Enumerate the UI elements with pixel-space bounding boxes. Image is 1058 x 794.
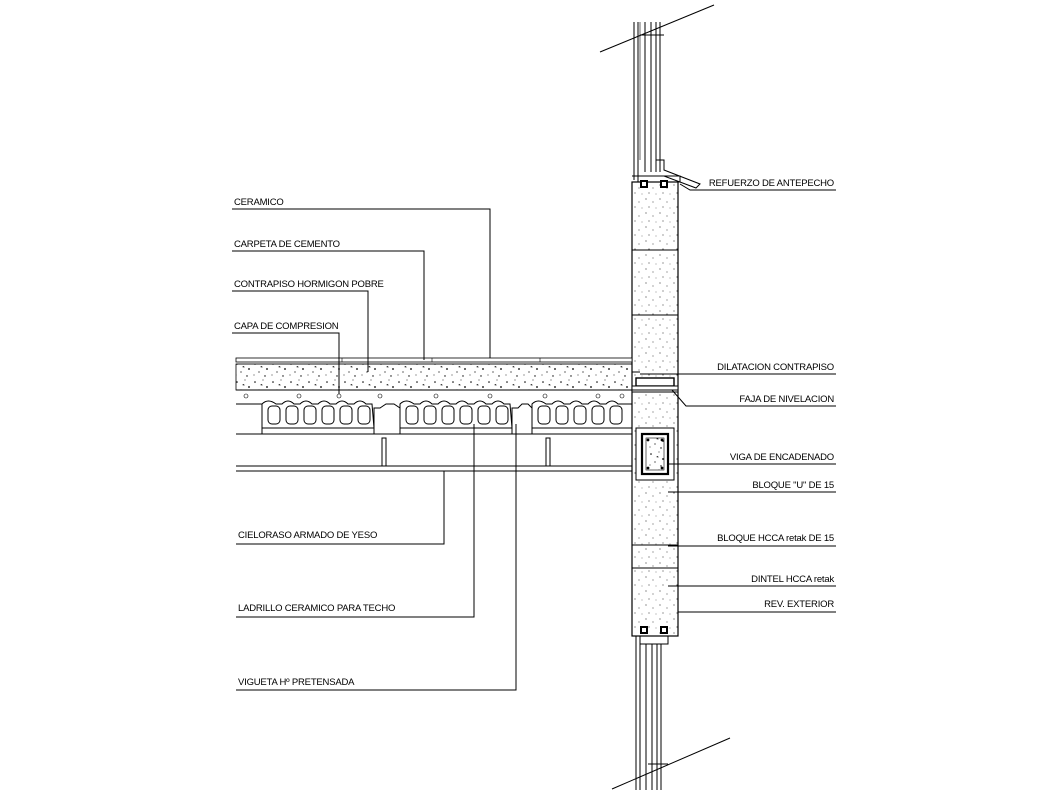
leader-lines-right — [640, 183, 836, 613]
label-ceramico: CERAMICO — [234, 197, 284, 208]
label-faja: FAJA DE NIVELACION — [739, 394, 834, 405]
label-bloque-hcca: BLOQUE HCCA retak DE 15 — [717, 533, 834, 544]
ceramic-block-2 — [399, 400, 513, 429]
label-vigueta: VIGUETA Hº PRETENSADA — [238, 677, 355, 688]
label-dilatacion: DILATACION CONTRAPISO — [717, 362, 834, 373]
label-contrapiso: CONTRAPISO HORMIGON POBRE — [234, 279, 384, 290]
lower-window-frame — [611, 635, 731, 790]
label-capa-de-compresion: CAPA DE COMPRESION — [234, 321, 339, 332]
ceramic-block-3 — [531, 400, 633, 429]
labels-right: REFUERZO DE ANTEPECHO DILATACION CONTRAP… — [709, 178, 835, 610]
label-carpeta-de-cemento: CARPETA DE CEMENTO — [234, 239, 340, 250]
leader-lines-left — [232, 208, 517, 691]
rebar-dots — [243, 393, 625, 399]
label-refuerzo: REFUERZO DE ANTEPECHO — [709, 178, 834, 189]
wall-section — [631, 180, 679, 637]
floor-slab — [235, 357, 678, 472]
label-viga: VIGA DE ENCADENADO — [730, 452, 834, 463]
labels-left: CERAMICO CARPETA DE CEMENTO CONTRAPISO H… — [234, 197, 395, 688]
label-cieloraso: CIELORASO ARMADO DE YESO — [238, 530, 377, 541]
label-ladrillo: LADRILLO CERAMICO PARA TECHO — [238, 603, 395, 614]
label-dintel: DINTEL HCCA retak — [751, 574, 834, 585]
upper-window-frame — [599, 4, 715, 189]
ceramic-block-1 — [261, 400, 375, 429]
label-rev-exterior: REV. EXTERIOR — [764, 599, 834, 610]
label-bloque-u: BLOQUE "U" DE 15 — [752, 480, 834, 491]
